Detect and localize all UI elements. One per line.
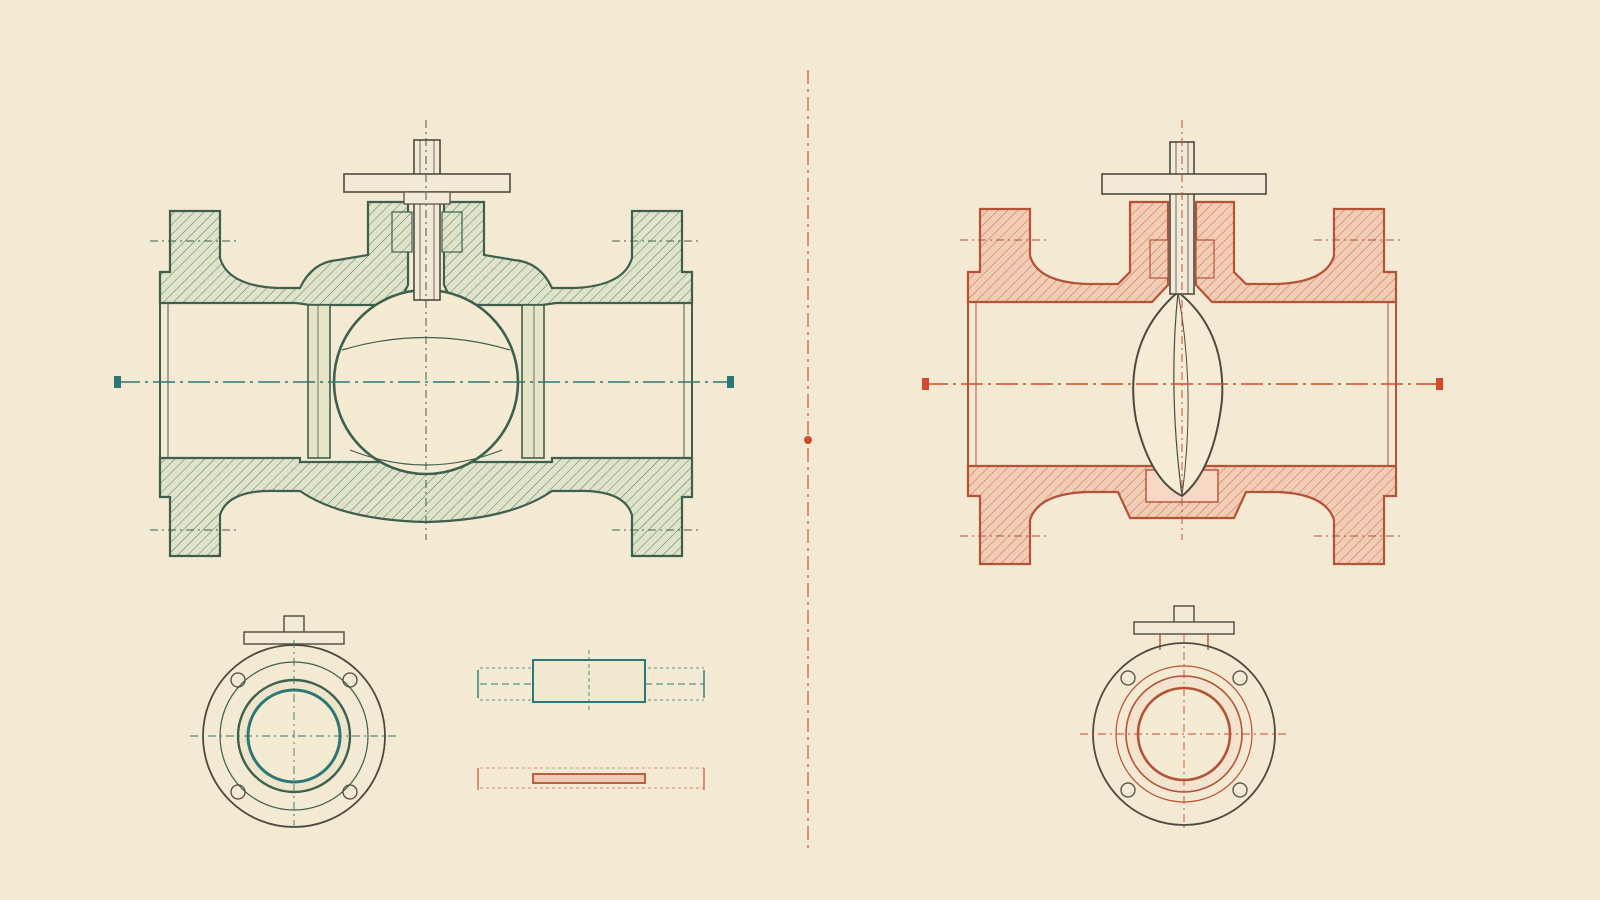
butterfly-lower-body bbox=[966, 464, 1398, 566]
butterfly-end-view bbox=[1080, 605, 1288, 830]
stem bbox=[413, 139, 441, 301]
ball-valve-section bbox=[114, 120, 734, 558]
butterfly-valve-section bbox=[922, 120, 1443, 566]
seat-ring-detail bbox=[477, 650, 705, 712]
divider-dot bbox=[804, 436, 812, 444]
handle-plate bbox=[343, 173, 511, 193]
butterfly-upper-body-right bbox=[1194, 200, 1398, 304]
butterfly-upper-body-left bbox=[966, 200, 1170, 304]
butterfly-handle-plate bbox=[1101, 173, 1267, 195]
gasket-detail bbox=[477, 767, 705, 790]
ball-valve-lower-body bbox=[158, 456, 694, 558]
ball-valve-end-view bbox=[190, 615, 398, 832]
